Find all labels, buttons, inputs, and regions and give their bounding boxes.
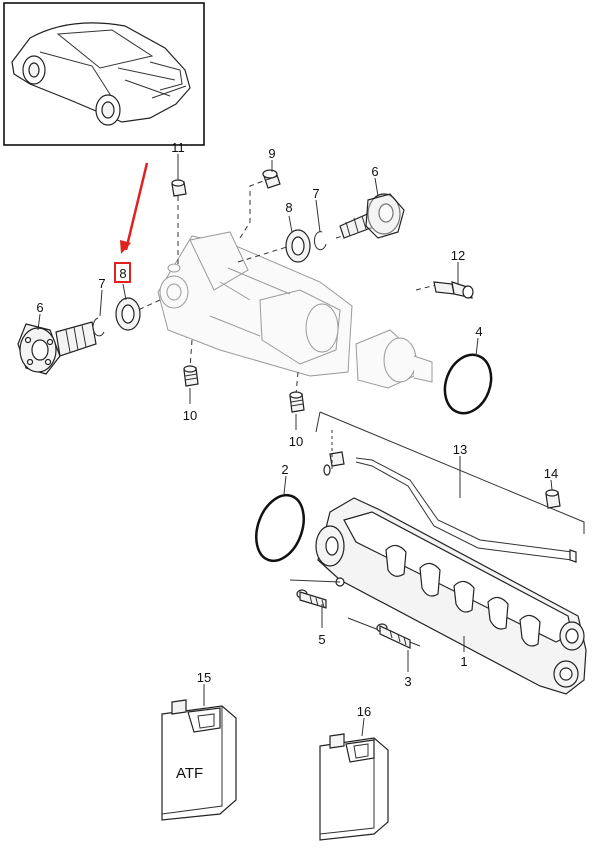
part-3-bolt <box>376 623 411 649</box>
vehicle-thumbnail <box>3 2 205 146</box>
callout-7-right: 7 <box>312 186 319 201</box>
callout-8-left: 8 <box>119 266 126 281</box>
part-11-plug <box>171 179 187 197</box>
callout-labels: 11 9 6 8 7 12 8 7 6 4 10 10 13 2 14 5 1 … <box>36 140 558 719</box>
part-6-drive-flange-right <box>339 193 405 239</box>
callout-2: 2 <box>281 462 288 477</box>
part-4-o-ring <box>443 353 493 415</box>
part-5-bolt <box>296 589 327 609</box>
callout-7-left: 7 <box>98 276 105 291</box>
callout-leaders <box>37 154 553 737</box>
callout-10-left: 10 <box>183 408 197 423</box>
callout-13: 13 <box>453 442 467 457</box>
part-9-bolt <box>262 169 281 189</box>
part-7-circlip-right <box>313 231 327 251</box>
part-12-sensor <box>433 281 474 299</box>
part-7-circlip-left <box>92 317 105 337</box>
axle-housing-outline <box>157 231 433 389</box>
part-8-seal-left <box>115 297 141 331</box>
callout-16: 16 <box>357 704 371 719</box>
part-14-cap <box>545 489 561 509</box>
callout-15: 15 <box>197 670 211 685</box>
callout-9: 9 <box>268 146 275 161</box>
part-1-central-tube <box>315 497 587 695</box>
highlight-box <box>114 262 131 283</box>
callout-14: 14 <box>544 466 558 481</box>
callout-5: 5 <box>318 632 325 647</box>
callout-6-left: 6 <box>36 300 43 315</box>
callout-12: 12 <box>451 248 465 263</box>
callout-8-right: 8 <box>285 200 292 215</box>
callout-4: 4 <box>475 324 482 339</box>
part-13-breather-line <box>315 411 585 563</box>
callout-11: 11 <box>171 140 185 155</box>
part-6-drive-flange-left <box>17 321 97 375</box>
part-2-o-ring <box>255 493 305 563</box>
callout-6-right: 6 <box>371 164 378 179</box>
callout-1: 1 <box>460 654 467 669</box>
part-10-plug-right <box>289 391 305 413</box>
part-15-atf-canister <box>161 699 237 821</box>
callout-3: 3 <box>404 674 411 689</box>
callout-10-right: 10 <box>289 434 303 449</box>
highlight-arrow <box>120 162 149 254</box>
part-8-seal-right <box>285 229 311 263</box>
canister-label-atf: ATF <box>176 765 203 782</box>
part-16-oil-canister <box>319 733 389 841</box>
part-10-plug-left <box>183 365 199 387</box>
